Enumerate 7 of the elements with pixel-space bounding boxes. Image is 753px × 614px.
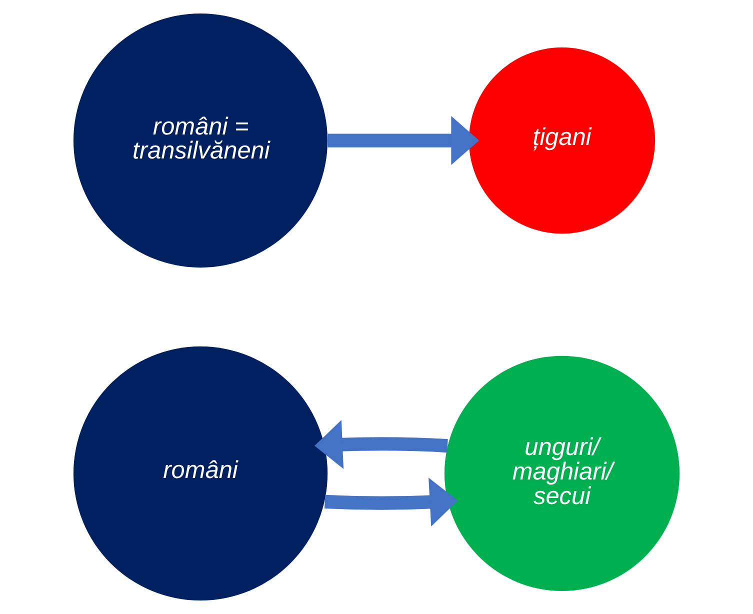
node-circle: unguri/ maghiari/ secui (444, 356, 680, 592)
arrow (324, 478, 458, 527)
node-circle: români = transilvăneni (73, 13, 328, 268)
arrow (314, 420, 448, 469)
node-circle: țigani (468, 47, 656, 234)
node-circle: români (73, 346, 328, 601)
arrow (328, 116, 480, 165)
